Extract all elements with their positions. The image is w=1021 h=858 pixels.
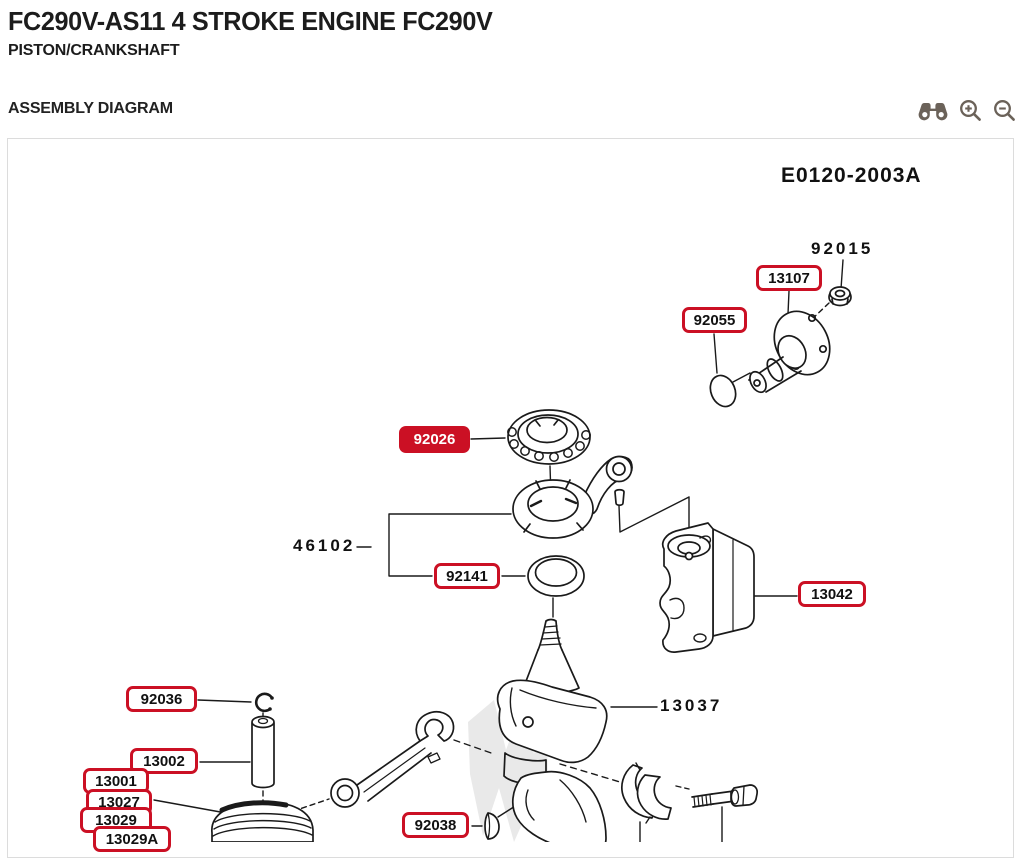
zoom-out-icon[interactable] [993,99,1016,122]
part-label-13037: 13037 [660,696,723,715]
part-button-92038[interactable]: 92038 [402,812,469,838]
diagram-code: E0120-2003A [781,164,922,187]
part-button-13107[interactable]: 13107 [756,265,822,291]
part-label-46102: 46102 [293,536,356,555]
section-title: ASSEMBLY DIAGRAM [8,100,173,117]
page-title: FC290V-AS11 4 STROKE ENGINE FC290V [8,6,493,36]
part-button-13042[interactable]: 13042 [798,581,866,607]
part-button-92141[interactable]: 92141 [434,563,500,589]
part-button-92036[interactable]: 92036 [126,686,197,712]
part-label-92015: 92015 [811,239,874,258]
diagram-toolbar [918,99,1016,122]
part-button-13029A[interactable]: 13029A [93,826,171,852]
page-subtitle: PISTON/CRANKSHAFT [8,42,180,59]
part-button-92055[interactable]: 92055 [682,307,747,333]
binoculars-icon[interactable] [918,100,948,121]
part-button-13002[interactable]: 13002 [130,748,198,774]
zoom-in-icon[interactable] [959,99,982,122]
part-button-92026-selected[interactable]: 92026 [399,426,470,453]
